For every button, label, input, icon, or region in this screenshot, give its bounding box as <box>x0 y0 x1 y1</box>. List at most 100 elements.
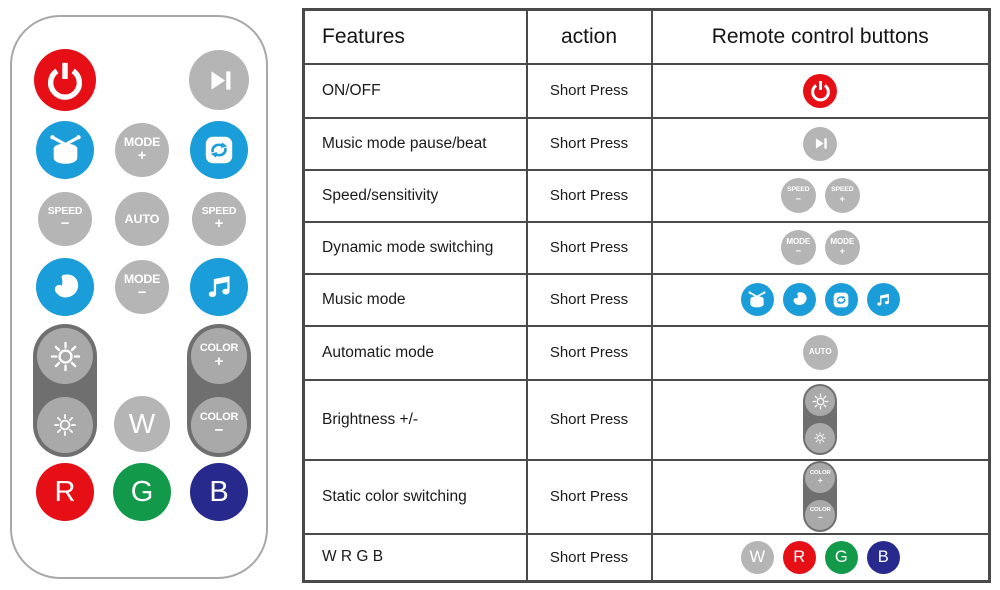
buttons-cell <box>650 116 991 171</box>
remote-speed-plus-slot: SPEED+ <box>192 192 246 246</box>
mode-minus-button[interactable]: MODE− <box>115 260 169 314</box>
loop-button[interactable] <box>190 121 248 179</box>
button-icons: MODE−MODE+ <box>653 230 989 265</box>
buttons-cell: SPEED−SPEED+ <box>650 168 991 223</box>
action-cell: Short Press <box>525 168 653 223</box>
action-cell: Short Press <box>525 62 653 119</box>
muscle-arm-icon <box>793 292 807 306</box>
button-label: − <box>60 216 70 233</box>
color-plus-button[interactable]: COLOR+ <box>191 328 247 384</box>
button-label: + <box>839 246 846 258</box>
button-label: COLOR <box>199 341 239 354</box>
feature-cell: Speed/sensitivity <box>302 168 528 223</box>
arm-button <box>782 283 816 316</box>
button-label: + <box>214 216 224 233</box>
mode-plus-button[interactable]: MODE+ <box>115 123 169 177</box>
features-table-wrap: Features action Remote control buttons O… <box>302 8 991 583</box>
remote-w-slot: W <box>114 396 170 452</box>
remote-auto-slot: AUTO <box>115 192 169 246</box>
color-plus-button: COLOR+ <box>805 463 836 493</box>
brightness-sun-icon <box>812 393 829 409</box>
power-icon <box>810 81 830 102</box>
color-minus-button: COLOR− <box>805 500 836 530</box>
remote-play-slot <box>189 50 249 110</box>
buttons-cell <box>650 378 991 461</box>
buttons-cell: MODE−MODE+ <box>650 220 991 275</box>
speed-plus-button[interactable]: SPEED+ <box>192 192 246 246</box>
table-row: Brightness +/-Short Press <box>302 378 991 461</box>
action-cell: Short Press <box>525 458 653 535</box>
drum-icon <box>748 290 766 307</box>
b-button[interactable]: B <box>190 463 248 521</box>
button-icons <box>653 126 989 161</box>
brightness-sun-icon <box>50 341 80 371</box>
note-button[interactable] <box>190 258 248 316</box>
button-icons <box>653 384 989 455</box>
arm-button[interactable] <box>36 258 94 316</box>
remote-brightness-pill-slot <box>33 324 97 457</box>
power-button <box>803 73 838 108</box>
b-button: B <box>866 540 900 574</box>
sun-high-button <box>805 386 836 416</box>
action-cell: Short Press <box>525 116 653 171</box>
header-action: action <box>525 8 653 65</box>
action-cell: Short Press <box>525 220 653 275</box>
auto-button: AUTO <box>802 335 838 370</box>
play-button <box>803 126 838 161</box>
button-label: + <box>137 148 147 165</box>
speed-minus-button[interactable]: SPEED− <box>38 192 92 246</box>
g-button[interactable]: G <box>113 463 171 521</box>
r-button[interactable]: R <box>36 463 94 521</box>
remote-power-slot <box>34 49 96 111</box>
remote-arm-slot <box>36 258 94 316</box>
table-header-row: Features action Remote control buttons <box>302 8 991 65</box>
brightness-pill-button[interactable] <box>33 324 97 457</box>
button-label: SPEED <box>47 204 83 217</box>
button-label: MODE <box>123 272 161 286</box>
remote-speed-minus-slot: SPEED− <box>38 192 92 246</box>
buttons-cell: AUTO <box>650 324 991 381</box>
w-button[interactable]: W <box>114 396 170 452</box>
color-pill-button: COLOR+ COLOR− <box>803 461 838 532</box>
play-skip-icon <box>815 138 827 149</box>
features-table: Features action Remote control buttons O… <box>302 8 991 583</box>
action-cell: Short Press <box>525 532 653 583</box>
button-icons: COLOR+ COLOR− <box>653 461 989 532</box>
auto-button[interactable]: AUTO <box>115 192 169 246</box>
color-minus-button[interactable]: COLOR− <box>191 397 247 453</box>
header-features: Features <box>302 8 528 65</box>
play-button[interactable] <box>189 50 249 110</box>
r-button: R <box>782 540 816 574</box>
button-icons: SPEED−SPEED+ <box>653 178 989 213</box>
sun-high-button[interactable] <box>37 328 93 384</box>
loop-refresh-icon <box>833 292 849 307</box>
feature-cell: Brightness +/- <box>302 378 528 461</box>
remote-r-slot: R <box>36 463 94 521</box>
remote-b-slot: B <box>190 463 248 521</box>
color-pill-button[interactable]: COLOR+ COLOR− <box>187 324 251 457</box>
remote-color-pill-slot: COLOR+ COLOR− <box>187 324 251 457</box>
sun-low-button[interactable] <box>37 397 93 453</box>
remote-g-slot: G <box>113 463 171 521</box>
drum-button[interactable] <box>36 121 94 179</box>
power-button[interactable] <box>34 49 96 111</box>
button-label: SPEED <box>831 185 854 193</box>
button-label: − <box>795 193 802 205</box>
action-cell: Short Press <box>525 378 653 461</box>
buttons-cell <box>650 62 991 119</box>
play-skip-icon <box>210 70 230 90</box>
feature-cell: Static color switching <box>302 458 528 535</box>
button-label: − <box>817 513 823 523</box>
remote-drum-slot <box>36 121 94 179</box>
feature-cell: Music mode <box>302 272 528 327</box>
feature-cell: Music mode pause/beat <box>302 116 528 171</box>
